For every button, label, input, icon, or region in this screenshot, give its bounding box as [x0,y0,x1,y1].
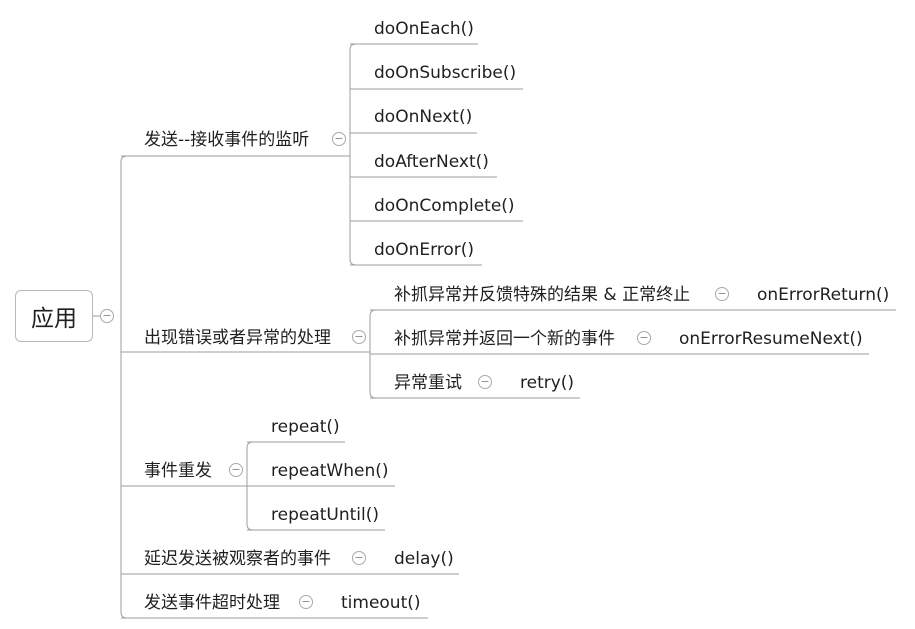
child-doOnComplete[interactable]: doOnComplete() [374,196,515,216]
root-node[interactable]: 应用 [15,290,93,342]
collapse-icon-catch-special-result[interactable]: − [715,287,729,301]
branch-label-repeat[interactable]: 事件重发 [144,461,212,481]
leaf-onErrorResumeNext[interactable]: onErrorResumeNext() [679,329,863,349]
child-repeat[interactable]: repeat() [271,417,340,437]
root-collapse-icon[interactable]: − [100,309,114,323]
branch-collapse-icon-send-receive[interactable]: − [332,132,346,146]
branch-collapse-icon-error-handling[interactable]: − [352,330,366,344]
leaf-onErrorReturn[interactable]: onErrorReturn() [757,285,890,305]
leaf-timeout[interactable]: timeout() [341,593,421,613]
child-doOnSubscribe[interactable]: doOnSubscribe() [374,63,517,83]
child-catch-special-result[interactable]: 补抓异常并反馈特殊的结果 & 正常终止 [394,285,691,305]
leaf-delay[interactable]: delay() [394,549,454,569]
child-doAfterNext[interactable]: doAfterNext() [374,152,489,172]
leaf-retry[interactable]: retry() [520,373,575,393]
root-stem [120,155,128,619]
child-doOnEach[interactable]: doOnEach() [374,19,474,39]
branch-collapse-icon-timeout[interactable]: − [299,595,313,609]
branch-label-timeout[interactable]: 发送事件超时处理 [144,593,280,613]
collapse-icon-exception-retry[interactable]: − [478,375,492,389]
branch-label-send-receive[interactable]: 发送--接收事件的监听 [144,130,310,150]
branch-label-error-handling[interactable]: 出现错误或者异常的处理 [144,328,331,348]
child-exception-retry[interactable]: 异常重试 [394,373,462,393]
child-catch-new-event[interactable]: 补抓异常并返回一个新的事件 [394,329,615,349]
child-doOnError[interactable]: doOnError() [374,240,475,260]
child-repeatWhen[interactable]: repeatWhen() [271,461,389,481]
branch-collapse-icon-delay[interactable]: − [352,551,366,565]
branch-collapse-icon-repeat[interactable]: − [229,463,243,477]
branch-label-delay[interactable]: 延迟发送被观察者的事件 [144,549,331,569]
child-doOnNext[interactable]: doOnNext() [374,107,473,127]
child-repeatUntil[interactable]: repeatUntil() [271,505,380,525]
send-children-stem [349,43,357,266]
collapse-icon-catch-new-event[interactable]: − [637,331,651,345]
root-label: 应用 [31,306,77,332]
